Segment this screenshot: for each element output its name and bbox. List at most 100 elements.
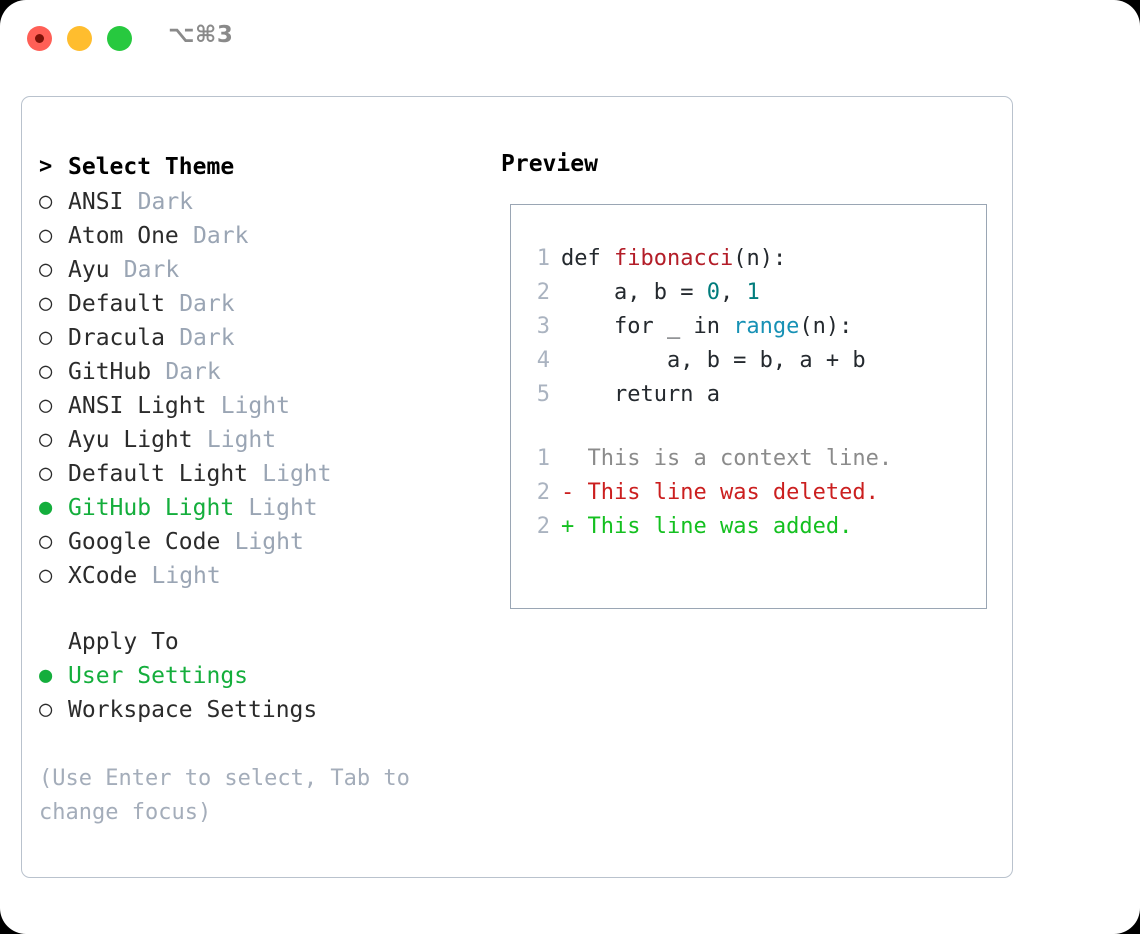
line-number: 4 — [536, 347, 550, 373]
radio-icon[interactable]: ○ — [39, 291, 53, 316]
theme-item-xcode[interactable]: ○ XCode Light — [39, 559, 489, 593]
diff-text: This line was deleted. — [587, 479, 879, 505]
line-number: 2 — [536, 479, 550, 505]
radio-icon[interactable]: ○ — [39, 257, 53, 282]
apply-to-workspace-settings[interactable]: ○ Workspace Settings — [39, 693, 489, 727]
preview-box: 1 def fibonacci (n): 2 a, b = 0 , 1 3 fo… — [510, 204, 987, 609]
preview-heading: Preview — [501, 151, 598, 177]
code-token: return a — [561, 381, 720, 407]
theme-item-label: ANSI Light — [68, 393, 207, 419]
select-theme-heading: > Select Theme — [39, 149, 489, 185]
diff-marker: - — [561, 479, 588, 505]
theme-item-default-light[interactable]: ○ Default Light Light — [39, 457, 489, 491]
diff-marker: + — [561, 513, 588, 539]
keyboard-shortcut-label: ⌥⌘3 — [168, 22, 234, 48]
radio-icon[interactable]: ○ — [39, 393, 53, 418]
radio-icon[interactable]: ○ — [39, 563, 53, 588]
diff-line-added: 2 + This line was added. — [528, 509, 892, 543]
code-token: range — [733, 313, 800, 339]
theme-item-label: Default Light — [68, 461, 249, 487]
radio-icon[interactable]: ○ — [39, 223, 53, 248]
theme-item-tag: Light — [234, 529, 304, 555]
diff-line-context: 1 This is a context line. — [528, 441, 892, 475]
radio-icon[interactable]: ○ — [39, 359, 53, 384]
code-token: (n): — [733, 245, 787, 271]
code-token: , — [719, 279, 747, 305]
line-number: 2 — [536, 279, 550, 305]
code-line: 4 a, b = b, a + b — [528, 343, 892, 377]
line-number: 3 — [536, 313, 550, 339]
theme-item-google-code[interactable]: ○ Google Code Light — [39, 525, 489, 559]
diff-text: This is a context line. — [587, 445, 893, 471]
theme-item-tag: Dark — [179, 291, 235, 317]
theme-item-tag: Light — [248, 495, 318, 521]
theme-item-label: Ayu Light — [68, 427, 193, 453]
code-token: 1 — [746, 279, 760, 305]
code-token: a, b = b, a + b — [561, 347, 866, 373]
keyboard-hint-text: (Use Enter to select, Tab to change focu… — [39, 766, 410, 825]
code-token: (n): — [799, 313, 853, 339]
code-token: fibonacci — [613, 245, 734, 271]
radio-icon-selected[interactable]: ● — [39, 495, 53, 520]
radio-icon-selected[interactable]: ● — [39, 663, 53, 688]
line-number: 2 — [536, 513, 550, 539]
radio-icon[interactable]: ○ — [39, 529, 53, 554]
code-token: a, b = — [561, 279, 707, 305]
theme-selector-panel: > Select Theme ○ ANSI Dark ○ Atom One Da… — [21, 96, 1013, 878]
apply-to-heading: Apply To — [39, 625, 489, 659]
title-bar: ⌥⌘3 — [0, 0, 1140, 78]
theme-item-label: Ayu — [68, 257, 110, 283]
apply-to-option-label: User Settings — [68, 663, 249, 689]
theme-item-label: XCode — [68, 563, 138, 589]
diff-marker — [561, 446, 588, 471]
theme-item-ansi-light[interactable]: ○ ANSI Light Light — [39, 389, 489, 423]
theme-item-label: GitHub — [68, 359, 152, 385]
radio-icon[interactable]: ○ — [39, 325, 53, 350]
theme-item-ansi-dark[interactable]: ○ ANSI Dark — [39, 185, 489, 219]
theme-item-tag: Dark — [123, 257, 180, 283]
code-token: def — [561, 245, 614, 271]
radio-icon[interactable]: ○ — [39, 427, 53, 452]
close-window-button[interactable] — [27, 26, 52, 51]
code-line: 3 for _ in range (n): — [528, 309, 892, 343]
code-line: 2 a, b = 0 , 1 — [528, 275, 892, 309]
theme-item-github-light[interactable]: ● GitHub Light Light — [39, 491, 489, 525]
code-line: 5 return a — [528, 377, 892, 411]
line-number: 1 — [536, 445, 550, 471]
code-line: 1 def fibonacci (n): — [528, 241, 892, 275]
theme-item-github-dark[interactable]: ○ GitHub Dark — [39, 355, 489, 389]
theme-item-ayu-dark[interactable]: ○ Ayu Dark — [39, 253, 489, 287]
minimize-window-button[interactable] — [67, 26, 92, 51]
theme-item-label: GitHub Light — [68, 495, 235, 521]
radio-icon[interactable]: ○ — [39, 461, 53, 486]
code-diff-separator — [528, 411, 892, 441]
maximize-window-button[interactable] — [107, 26, 132, 51]
radio-icon[interactable]: ○ — [39, 189, 53, 214]
theme-item-label: Default — [68, 291, 165, 317]
theme-item-label: Google Code — [68, 529, 221, 555]
line-number: 5 — [536, 381, 550, 407]
diff-text: This line was added. — [587, 513, 853, 539]
apply-to-user-settings[interactable]: ● User Settings — [39, 659, 489, 693]
theme-item-label: Atom One — [68, 223, 179, 249]
theme-item-default-dark[interactable]: ○ Default Dark — [39, 287, 489, 321]
diff-line-deleted: 2 - This line was deleted. — [528, 475, 892, 509]
theme-item-dracula-dark[interactable]: ○ Dracula Dark — [39, 321, 489, 355]
theme-item-tag: Dark — [179, 325, 235, 351]
select-theme-heading-label: Select Theme — [68, 154, 235, 180]
theme-item-label: ANSI — [68, 189, 124, 215]
prompt-caret-icon: > — [39, 154, 53, 179]
apply-to-heading-label: Apply To — [68, 629, 179, 655]
line-number: 1 — [536, 245, 550, 271]
code-token: 0 — [706, 279, 720, 305]
theme-item-label: Dracula — [68, 325, 165, 351]
theme-item-tag: Dark — [137, 189, 194, 215]
theme-item-atom-one-dark[interactable]: ○ Atom One Dark — [39, 219, 489, 253]
radio-icon[interactable]: ○ — [39, 697, 53, 722]
theme-list-column: > Select Theme ○ ANSI Dark ○ Atom One Da… — [39, 149, 489, 727]
theme-item-ayu-light[interactable]: ○ Ayu Light Light — [39, 423, 489, 457]
theme-item-tag: Light — [151, 563, 221, 589]
theme-item-tag: Dark — [193, 223, 249, 249]
code-preview: 1 def fibonacci (n): 2 a, b = 0 , 1 3 fo… — [528, 241, 892, 543]
